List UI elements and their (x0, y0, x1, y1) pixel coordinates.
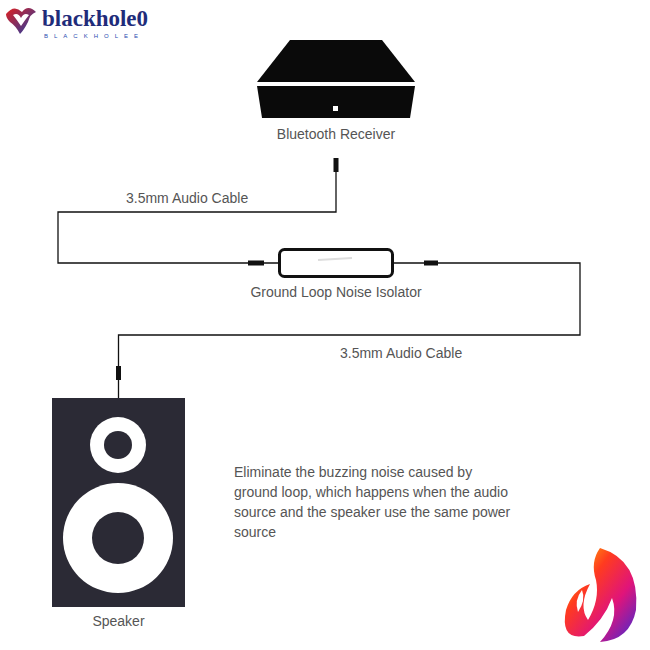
logo-swoosh (565, 548, 637, 642)
node-label: Bluetooth Receiver (277, 126, 395, 142)
isolator-shape (278, 248, 394, 278)
node-label: Ground Loop Noise Isolator (250, 284, 421, 300)
brand-name: blackhole0 (42, 6, 148, 32)
speaker-shape (52, 398, 185, 607)
speaker: Speaker (52, 398, 185, 607)
node-label: Speaker (92, 613, 144, 629)
noise-isolator: Ground Loop Noise Isolator (278, 248, 394, 278)
audio-cable (116, 261, 580, 399)
brand-subtitle: BLACKHOLEE (44, 33, 144, 39)
cable-label: 3.5mm Audio Cable (124, 190, 250, 206)
receiver-shape (256, 40, 416, 120)
bluetooth-receiver: Bluetooth Receiver (256, 40, 416, 120)
logo-icon (6, 8, 36, 34)
note-text: Eliminate the buzzing noise caused by gr… (234, 462, 514, 542)
cable-label: 3.5mm Audio Cable (338, 345, 464, 361)
